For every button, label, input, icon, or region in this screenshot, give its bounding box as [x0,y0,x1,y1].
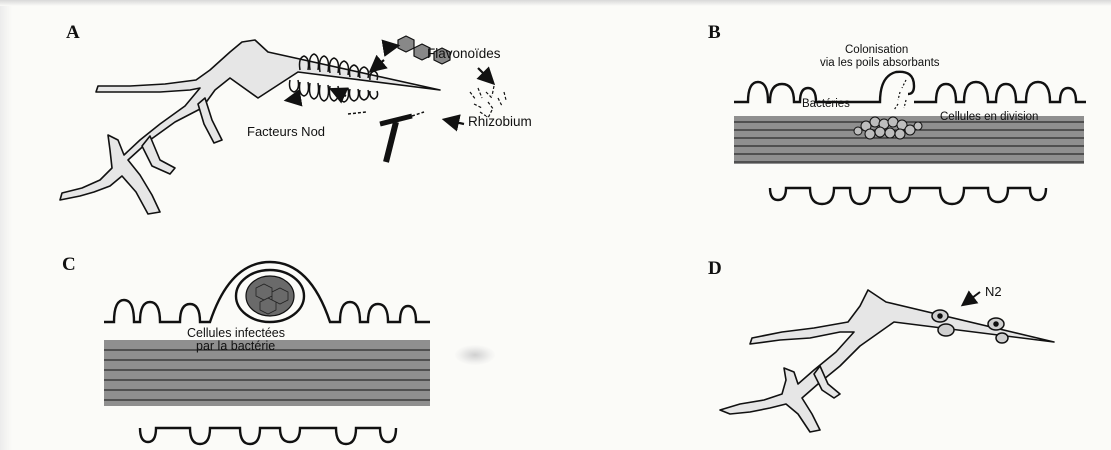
panel-c-diagram [100,262,440,450]
bacteria-infection-thread [894,80,906,110]
cellules-division-label: Cellules en division [940,112,1038,124]
cellules-infectees-label-line2: par la bactérie [196,340,275,353]
panel-b-diagram [730,60,1100,210]
colonisation-label-line2: via les poils absorbants [820,58,940,70]
rhizobium-label: Rhizobium [468,115,532,129]
nodule-icon [236,270,304,322]
epidermis-bottom [140,428,396,444]
cellules-infectees-label-line1: Cellules infectées [187,327,285,340]
arrow-icon [964,292,980,304]
panel-d-diagram [690,280,1070,450]
colonisation-label-line1: Colonisation [845,45,908,57]
panel-d-letter: D [708,258,722,280]
panel-b-letter: B [708,22,721,44]
facteurs-nod-label: Facteurs Nod [247,125,325,138]
epidermis-top [734,72,1086,102]
n2-label: N2 [985,285,1002,298]
nod-factor-icon [348,112,424,162]
epidermis-bottom [770,188,1046,204]
flavonoides-label: Flavonoïdes [427,47,501,61]
scan-smudge [455,345,495,365]
bacteries-label: Bactéries [802,99,850,111]
panel-c-letter: C [62,254,76,276]
root-system [720,290,1054,432]
